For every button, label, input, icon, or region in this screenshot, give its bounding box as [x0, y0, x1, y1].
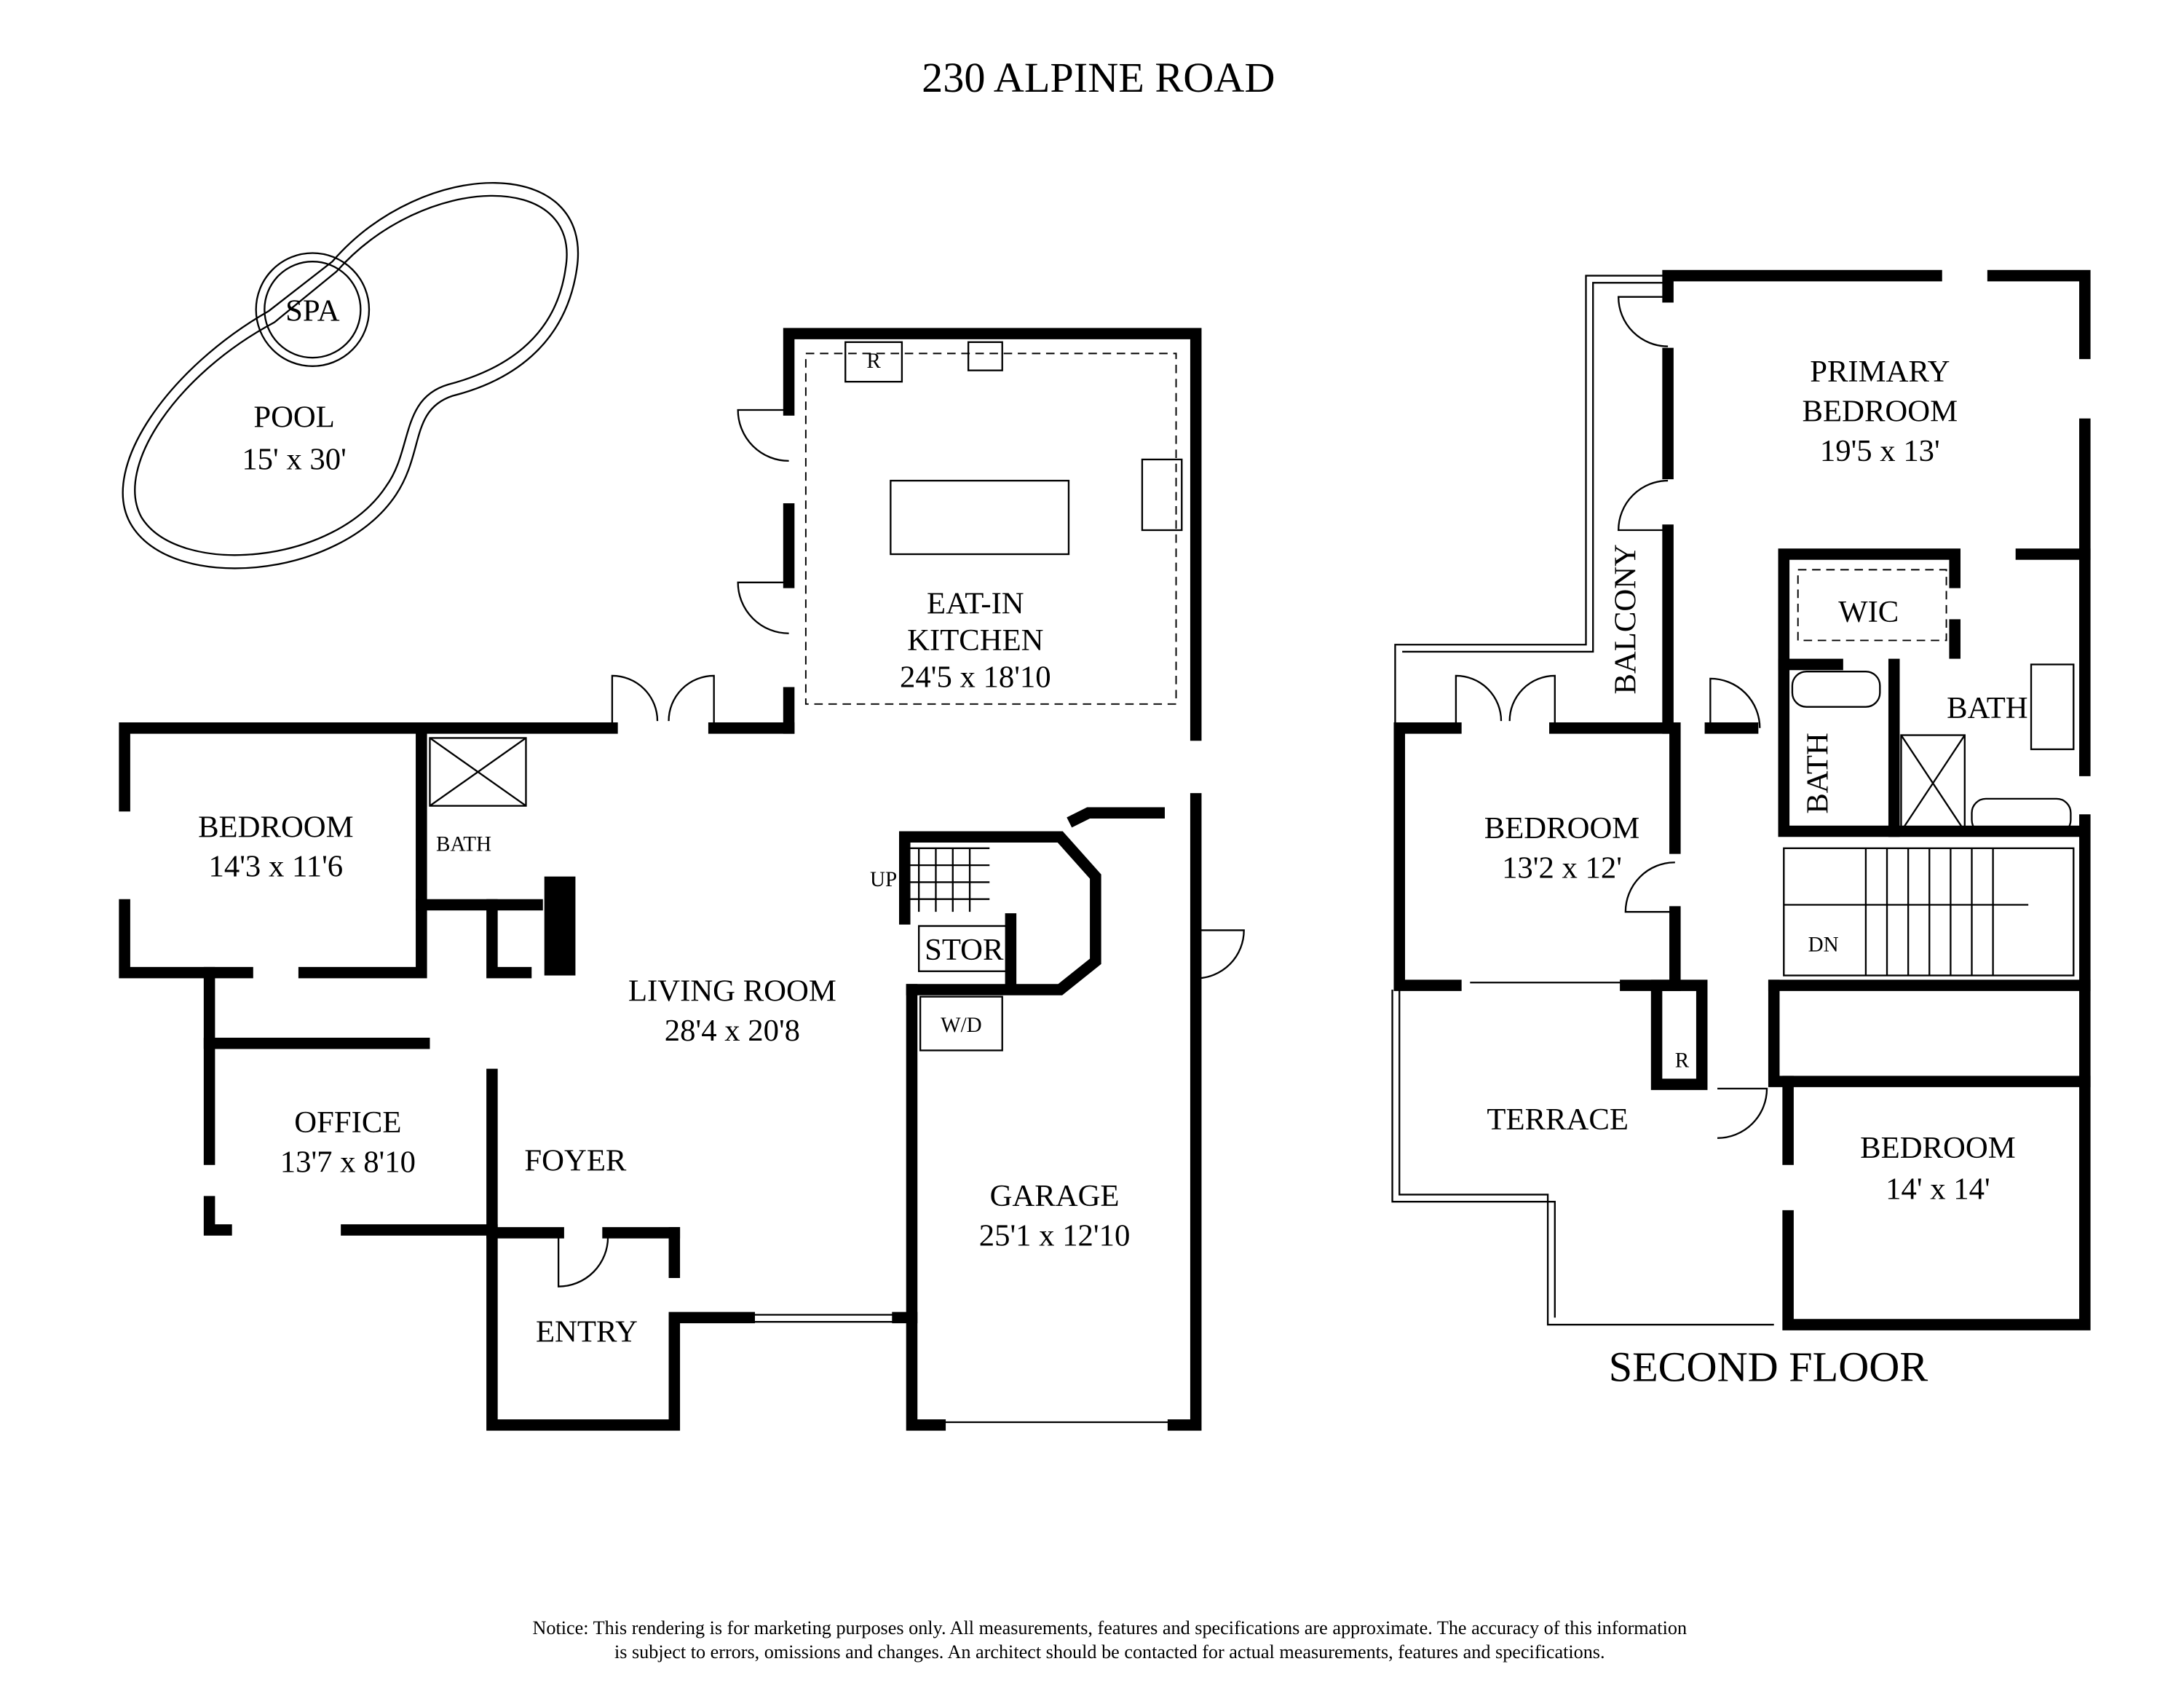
room-size: 24'5 x 18'10: [900, 660, 1051, 695]
washer-dryer: [919, 995, 1003, 1052]
room-name: TERRACE: [1487, 1103, 1629, 1137]
room-size: 14' x 14': [1886, 1172, 1990, 1206]
room-name: KITCHEN: [907, 623, 1043, 658]
second-floor-walls: [1393, 269, 2091, 1330]
first-floor-details: [429, 341, 1245, 1424]
sink: [967, 341, 1003, 371]
room-name: EAT-IN: [927, 587, 1024, 621]
shower: [429, 737, 527, 807]
room-name: OFFICE: [294, 1105, 401, 1140]
room-size: 13'7 x 8'10: [280, 1145, 416, 1179]
stairs-down-label: DN: [1808, 934, 1839, 957]
room-name: GARAGE: [990, 1179, 1120, 1213]
room-name: POOL: [253, 400, 335, 434]
refrigerator: [844, 341, 903, 383]
room-name: BATH: [1947, 691, 2028, 725]
room-name: BEDROOM: [1803, 395, 1958, 429]
room-name: W/D: [941, 1014, 982, 1037]
second-floor-details: [1391, 275, 2075, 1326]
room-name: BATH: [1800, 733, 1835, 814]
room-name: BEDROOM: [1860, 1131, 2016, 1165]
room-size: 13'2 x 12': [1502, 851, 1622, 886]
notice-line-2: is subject to errors, omissions and chan…: [614, 1641, 1605, 1663]
room-name: BEDROOM: [198, 810, 354, 844]
notice-line-1: Notice: This rendering is for marketing …: [532, 1617, 1687, 1638]
room-size: 19'5 x 13': [1820, 434, 1940, 468]
plan-title: 230 ALPINE ROAD: [922, 54, 1275, 101]
room-name: FOYER: [524, 1143, 627, 1178]
spa: [255, 252, 371, 367]
room-size: 14'3 x 11'6: [209, 850, 344, 884]
room-name: SPA: [285, 294, 340, 328]
kitchen-island: [890, 479, 1070, 556]
cooktop: [1141, 458, 1183, 532]
fridge-label: R: [866, 350, 881, 373]
room-size: 28'4 x 20'8: [665, 1014, 800, 1048]
pool: [122, 182, 579, 569]
first-floor-walls: [119, 328, 1202, 1431]
fridge-label: R: [1675, 1049, 1690, 1073]
room-name: BATH: [436, 833, 491, 856]
stairs-up-label: UP: [870, 868, 897, 891]
room-name: WIC: [1838, 595, 1899, 629]
room-name: BEDROOM: [1484, 811, 1640, 845]
shower: [1900, 734, 1966, 832]
room-name: LIVING ROOM: [628, 974, 836, 1008]
room-size: 25'1 x 12'10: [979, 1218, 1131, 1253]
room-name: PRIMARY: [1810, 355, 1950, 389]
room-name: BALCONY: [1608, 544, 1642, 694]
room-name: STOR: [925, 933, 1004, 967]
room-name: ENTRY: [536, 1314, 638, 1349]
room-size: 15' x 30': [242, 443, 346, 477]
second-floor-label: SECOND FLOOR: [1609, 1344, 1928, 1391]
